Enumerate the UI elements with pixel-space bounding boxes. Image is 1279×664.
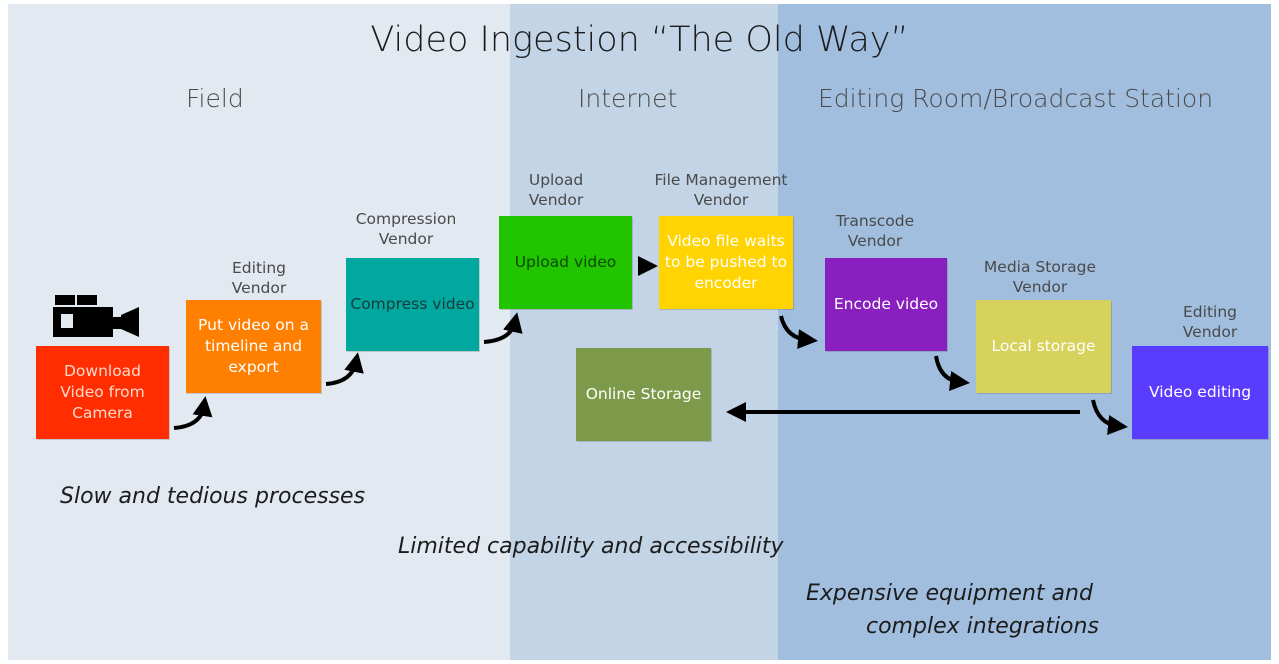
upload-vendor-label: Upload Vendor [528, 171, 584, 209]
note-slow: Slow and tedious processes [60, 484, 366, 509]
online-storage-box: Online Storage [576, 348, 711, 441]
upload-box: Upload video [499, 216, 632, 309]
note-limited: Limited capability and accessibility [398, 534, 784, 559]
zone-label-field: Field [186, 84, 244, 113]
slide-title: Video Ingestion “The Old Way” [370, 20, 909, 60]
internet-zone [510, 4, 778, 660]
video-editing-box: Video editing [1132, 346, 1268, 439]
editing-vendor-label-2: Editing Vendor [1182, 303, 1238, 341]
video-camera-icon [53, 295, 139, 337]
editing-vendor-label-1: Editing Vendor [231, 259, 287, 297]
local-storage-box: Local storage [976, 300, 1111, 393]
editing-box-1: Put video on a timeline and export [186, 300, 321, 393]
slide: Video Ingestion “The Old Way” Field Inte… [8, 4, 1271, 660]
compression-vendor-label: Compression Vendor [355, 210, 457, 248]
download-box: Download Video from Camera [36, 346, 169, 439]
media-storage-vendor-label: Media Storage Vendor [983, 258, 1097, 296]
zone-label-internet: Internet [578, 84, 678, 113]
zone-label-editing: Editing Room/Broadcast Station [818, 84, 1214, 113]
note-expensive-line2: complex integrations [866, 614, 1099, 639]
file-management-box: Video file waits to be pushed to encoder [659, 216, 793, 309]
encode-box: Encode video [825, 258, 947, 351]
note-expensive-line1: Expensive equipment and [806, 581, 1093, 606]
file-management-vendor-label: File Management Vendor [654, 171, 788, 209]
compression-box: Compress video [346, 258, 479, 351]
transcode-vendor-label: Transcode Vendor [835, 212, 915, 250]
